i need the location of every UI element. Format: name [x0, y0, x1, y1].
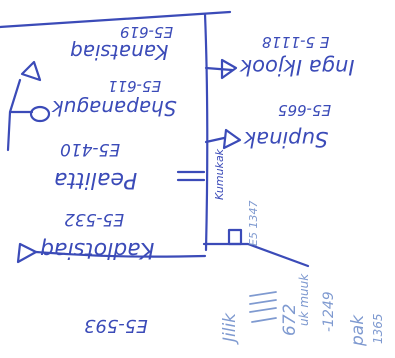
note-1365: 1365: [371, 313, 385, 344]
note-umuk: uk muuk: [297, 273, 311, 326]
triangle-kadlutsiaq: [16, 242, 38, 264]
inga-name: Inga Ikjook: [240, 55, 355, 79]
scribble-mark: [249, 291, 277, 323]
kanatsiaq-name: Kanatsiaq: [70, 40, 169, 64]
trunk-line: [203, 12, 209, 252]
supinak-name: Supinak: [244, 127, 329, 151]
supinak-id: E5-665: [278, 101, 332, 119]
branch-kumukak: [202, 242, 310, 268]
branch-inga: [204, 66, 234, 72]
circle-shapanaguk: [29, 105, 51, 123]
kadlutsiaq-name: Kadlotsiaq: [40, 237, 155, 262]
top-rule: [0, 10, 232, 29]
branch-kadlutsiaq: [34, 250, 207, 258]
pealitta-name: Pealitta: [54, 167, 138, 192]
pealitta-id: E5-410: [60, 139, 121, 159]
triangle-inga: [220, 58, 238, 80]
triangle-kanatsiaq: [20, 60, 42, 82]
note-jilik: Jilik: [220, 312, 240, 342]
branch-pealitta: [176, 170, 206, 182]
kumukak-name: Kumukak: [213, 148, 226, 200]
branch-supinak: [204, 136, 226, 144]
note-1249: -1249: [321, 291, 337, 332]
kumukak-box: [227, 228, 243, 246]
triangle-supinak: [222, 128, 242, 150]
bottom-id: E5-593: [84, 315, 148, 336]
inga-id: E 5-1118: [262, 33, 330, 51]
kanatsiaq-id: E5-619: [120, 23, 174, 41]
shapanaguk-name: Shapanaguk: [52, 96, 177, 120]
left-bracket: [6, 78, 34, 152]
shapanaguk-id: E5-611: [108, 77, 162, 95]
kadlutsiaq-id: E5-532: [64, 209, 125, 229]
note-pak: pak: [348, 314, 368, 346]
kumukak-id: E5 1347: [247, 200, 260, 246]
